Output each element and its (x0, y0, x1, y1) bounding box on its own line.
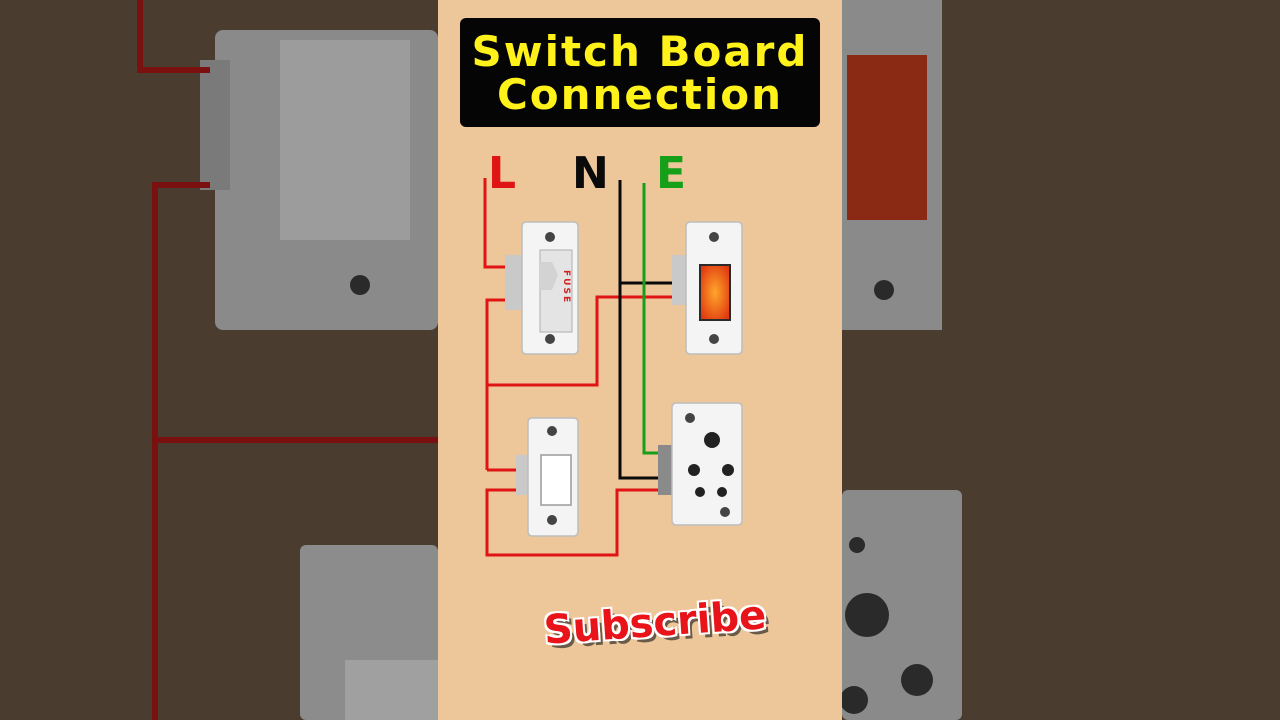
socket-earth-hole (704, 432, 720, 448)
title-line-2: Connection (496, 70, 784, 119)
neutral-wire (618, 180, 682, 480)
fuse-label: FUSE (561, 270, 571, 304)
lamp-glow (699, 264, 731, 321)
five-pin-socket (658, 402, 743, 526)
title-line-1: Switch Board (471, 27, 809, 76)
neutral-label: N (572, 148, 609, 199)
switch-rocker (540, 454, 572, 506)
fuse-unit: FUSE (505, 221, 579, 355)
indicator-lamp (672, 221, 743, 355)
earth-wire (642, 183, 662, 455)
live-label: L (488, 148, 517, 199)
blurred-socket-plate (842, 490, 962, 720)
earth-label: E (656, 148, 687, 199)
left-blurred-background (0, 0, 438, 720)
one-way-switch (516, 417, 579, 537)
right-blurred-background (842, 0, 1280, 720)
live-wires (483, 178, 682, 557)
title-banner: Switch Board Connection (460, 18, 820, 127)
